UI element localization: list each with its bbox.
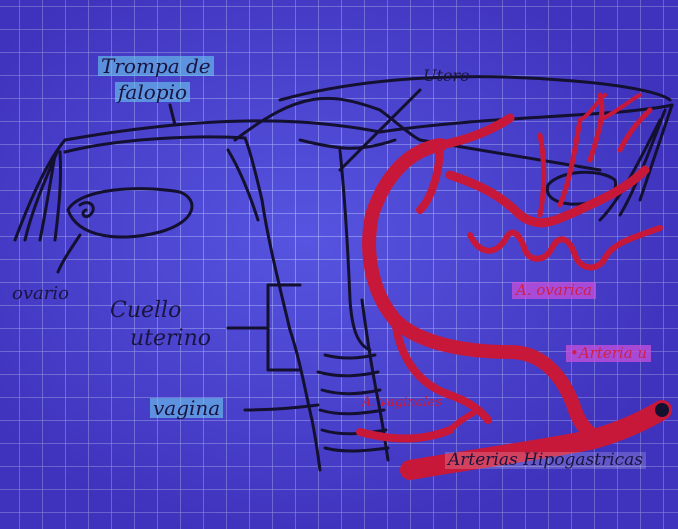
label-a-vaginales: A. vaginales [362,396,442,409]
label-utero: Utero [423,68,470,84]
label-cuello-2: uterino [130,328,211,350]
label-a-hipogastricas: Arterias Hipogastricas [445,452,646,469]
label-trompa: Trompa de [98,56,214,76]
left-fallopian-tube-lower [65,137,245,152]
label-arteria-uterina: •Arteria u [566,345,651,362]
trompa-leader [170,105,175,125]
vagina-leader [245,405,318,410]
artery-end-dot [655,403,669,417]
ovario-leader [58,235,80,272]
ovarian-artery [450,170,645,223]
cervix-left-wall [290,330,320,470]
left-ovary [68,189,192,237]
right-fallopian-tube [380,105,672,132]
label-ovario: ovario [12,285,69,303]
label-cuello: Cuello [110,300,181,322]
label-trompa-2: falopio [115,82,190,102]
left-fimbriae [15,140,65,240]
cuello-bracket [268,285,300,370]
label-vagina: vagina [150,398,223,418]
label-a-ovarica: A. ovarica [512,282,596,299]
